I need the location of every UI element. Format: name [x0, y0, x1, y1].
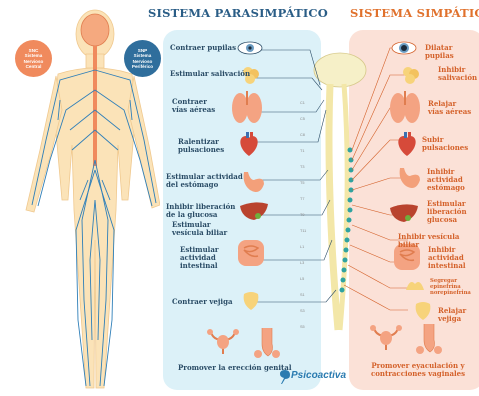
liver-icon-sympathetic — [388, 202, 420, 224]
label-segregar-epinefrina: Segregar epinefrina norepinefrina — [430, 278, 471, 296]
psicoactiva-logo: Psicoactiva — [291, 370, 346, 381]
svg-text:L1: L1 — [300, 245, 304, 249]
male-genital-icon — [250, 326, 280, 360]
svg-text:T11: T11 — [300, 229, 306, 233]
svg-text:C8: C8 — [300, 133, 305, 137]
svg-text:T9: T9 — [300, 213, 304, 217]
label-inhibir-estomago: Inhibir actividad estómago — [427, 168, 465, 192]
uterus-icon-sympathetic — [368, 322, 404, 352]
svg-text:T5: T5 — [300, 181, 304, 185]
sympathetic-title: SISTEMA SIMPÁTICO — [350, 6, 479, 20]
label-estimular-vesicula: Estimular vesícula biliar — [172, 221, 227, 237]
label-inhibir-intestinal: Inhibir actividad intestinal — [428, 246, 466, 270]
label-subir-pulsaciones: Subir pulsaciones — [422, 136, 468, 152]
snc-badge: SNC Sistema Nervioso Central — [15, 40, 52, 77]
salivary-gland-icon-sympathetic — [400, 64, 422, 86]
label-erecion-genital: Promover la erección genital — [178, 364, 291, 372]
intestine-icon — [236, 236, 266, 270]
stomach-icon-sympathetic — [394, 166, 422, 192]
label-contraer-vias-aereas: Contraer vías aéreas — [172, 98, 215, 114]
parasympathetic-title: SISTEMA PARASIMPÁTICO — [148, 6, 328, 20]
label-dilatar-pupilas: Dilatar pupilas — [425, 44, 479, 60]
svg-text:S1: S1 — [300, 293, 305, 297]
label-estimular-intestinal: Estimular actividad intestinal — [180, 246, 219, 270]
svg-text:T7: T7 — [300, 197, 304, 201]
svg-text:T3: T3 — [300, 165, 304, 169]
label-ralentizar-pulsaciones: Ralentizar pulsaciones — [178, 138, 224, 154]
label-eyaculacion: Promover eyaculación y contracciones vag… — [360, 362, 476, 378]
svg-text:L3: L3 — [300, 261, 304, 265]
bladder-icon-sympathetic — [412, 300, 434, 322]
label-inhibir-salivacion: Inhibir salivación — [438, 66, 477, 82]
eye-icon — [236, 38, 264, 58]
heart-icon — [236, 130, 262, 158]
svg-text:S5: S5 — [300, 325, 305, 329]
svg-text:C5: C5 — [300, 117, 305, 121]
lungs-icon-sympathetic — [388, 88, 422, 126]
label-contraer-vejiga: Contraer vejiga — [172, 298, 233, 306]
snp-badge: SNP Sistema Nervioso Periférico — [124, 40, 161, 77]
adrenal-gland-icon — [404, 276, 426, 292]
brain-stem-icon — [314, 53, 366, 87]
uterus-icon — [205, 326, 241, 356]
bladder-icon — [240, 290, 262, 312]
brain-icon — [81, 14, 109, 46]
svg-text:S3: S3 — [300, 309, 305, 313]
svg-text:L5: L5 — [300, 277, 304, 281]
spinal-cord — [93, 46, 97, 166]
psicoactiva-logo-icon — [278, 368, 292, 384]
label-estimular-salivacion: Estimular salivación — [170, 70, 250, 78]
label-estimular-liberacion: Estimular liberación glucosa — [427, 200, 467, 224]
svg-text:C1: C1 — [300, 101, 305, 105]
label-contraer-pupilas: Contraer pupilas — [170, 44, 236, 52]
label-relajar-vias-aereas: Relajar vías aéreas — [428, 100, 471, 116]
label-relajar-vejiga: Relajar vejiga — [438, 307, 466, 323]
lungs-icon — [230, 88, 264, 126]
eye-icon-sympathetic — [390, 38, 418, 58]
label-estimular-estomago: Estimular actividad del estómago — [166, 173, 243, 189]
label-inhibir-glucosa: Inhibir liberación de la glucosa — [166, 203, 235, 219]
svg-text:T1: T1 — [300, 149, 304, 153]
male-genital-icon-sympathetic — [412, 322, 442, 356]
heart-icon-sympathetic — [394, 130, 420, 158]
liver-icon — [238, 200, 270, 222]
